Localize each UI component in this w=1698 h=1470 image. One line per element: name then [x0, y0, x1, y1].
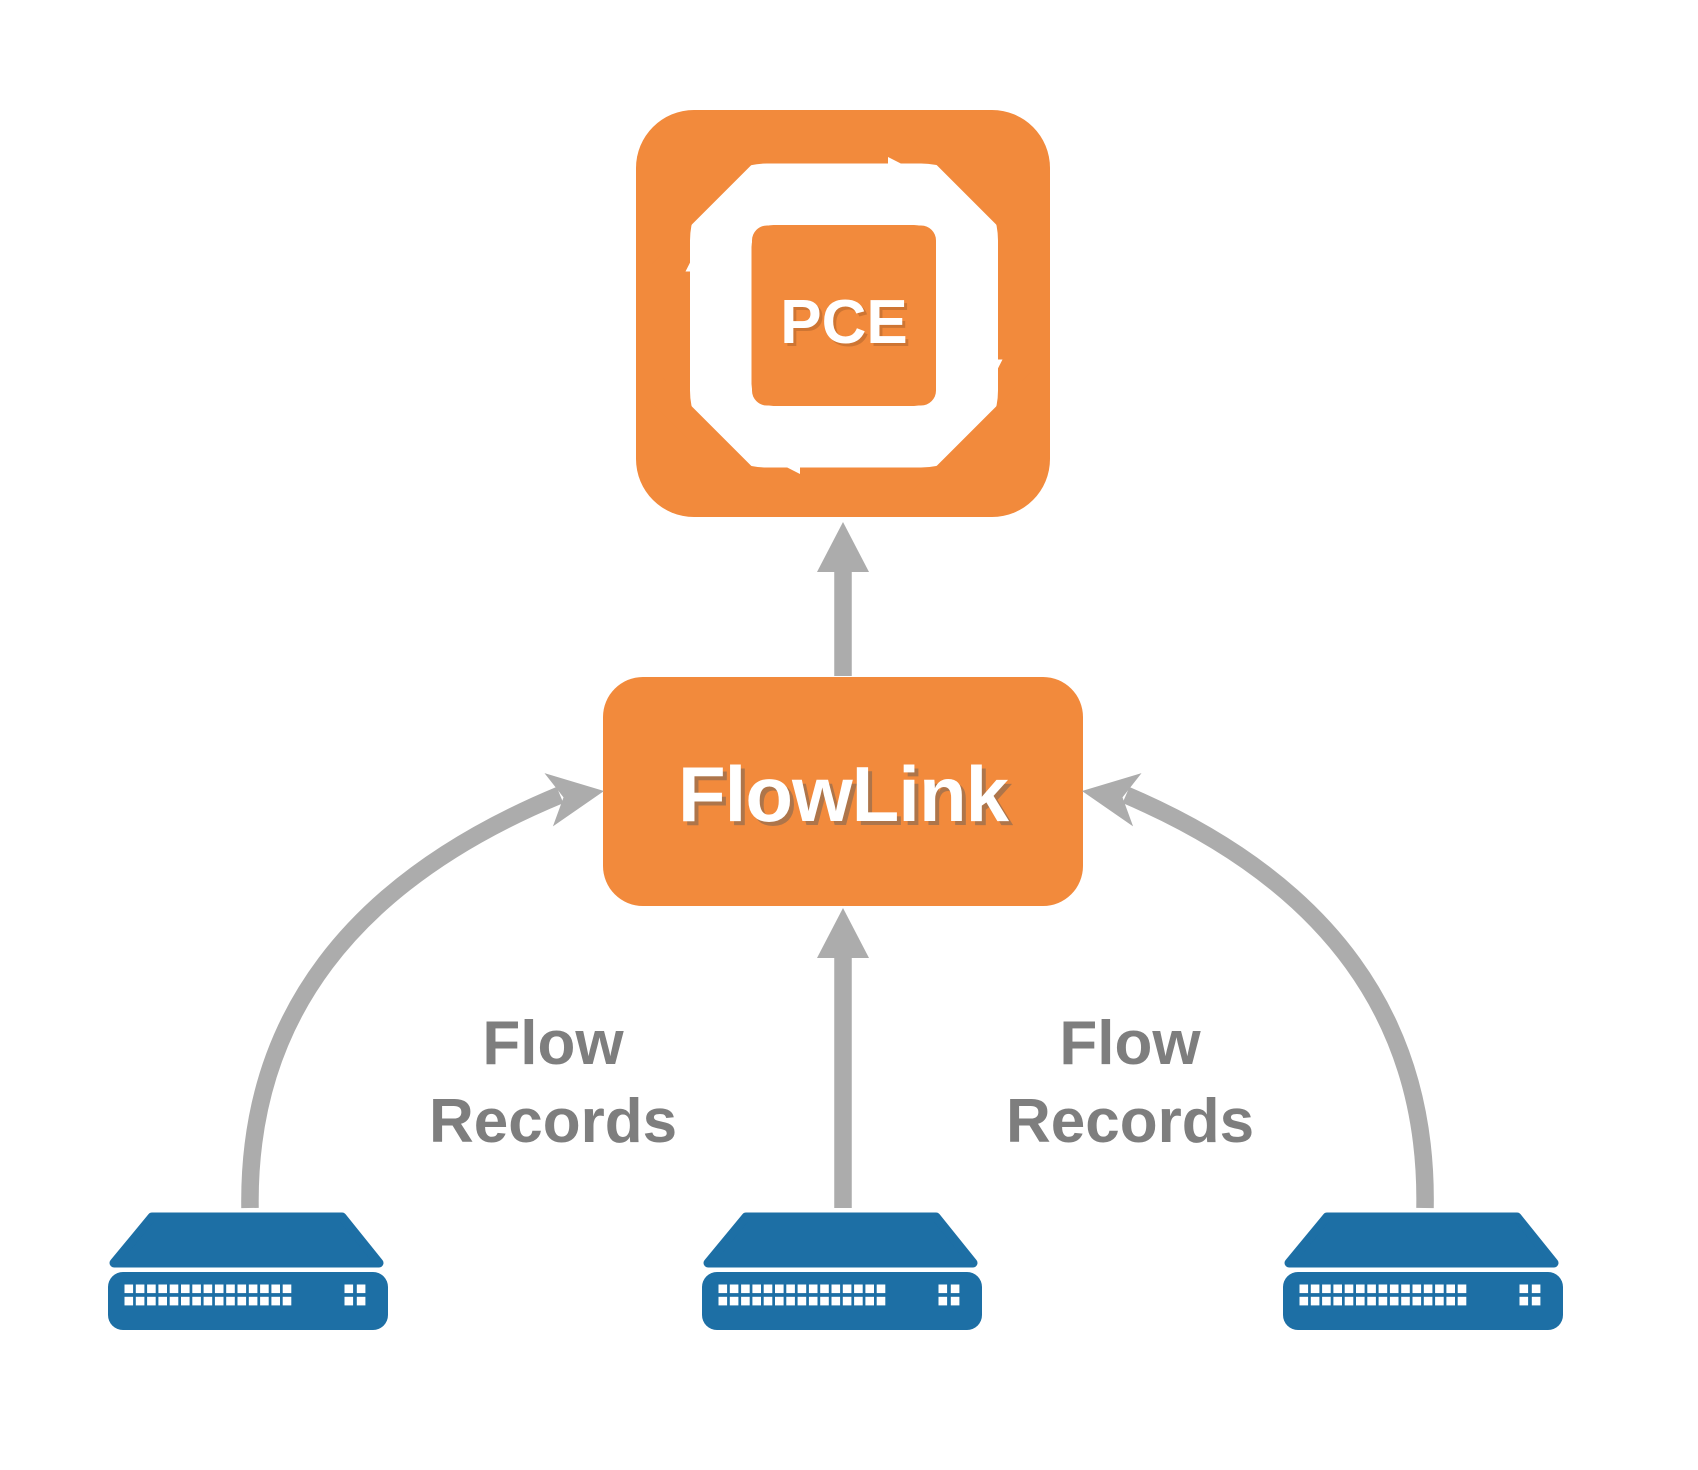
- network-switch-right-icon: [1283, 1217, 1563, 1330]
- arrow-flowlink-to-pce: [817, 522, 869, 676]
- pce-label-shadow: PCE: [783, 291, 910, 360]
- flow-records-left-line2: Records: [429, 1087, 677, 1156]
- flow-records-label-left: Flow Records: [429, 1009, 677, 1156]
- arrow-left-switch-to-flowlink: [241, 764, 609, 1209]
- pce-node: PCE PCE: [636, 110, 1050, 517]
- flowlink-label-shadow: FlowLink: [682, 754, 1014, 842]
- flowlink-box: [603, 677, 1083, 906]
- cycle-arrows-icon: [636, 110, 1050, 517]
- flow-records-label-right: Flow Records: [1006, 1009, 1254, 1156]
- flow-records-right-line2: Records: [1006, 1087, 1254, 1156]
- pce-label: PCE: [780, 288, 907, 357]
- flowlink-label: FlowLink: [678, 750, 1010, 838]
- network-switch-left-icon: [108, 1217, 388, 1330]
- flowlink-node: FlowLink FlowLink: [603, 677, 1083, 906]
- arrow-middle-switch-to-flowlink: [817, 908, 869, 1208]
- network-switch-middle-icon: [702, 1217, 982, 1330]
- arrow-right-switch-to-flowlink: [1077, 764, 1434, 1209]
- flow-records-left-line1: Flow: [482, 1009, 624, 1078]
- flow-records-right-line1: Flow: [1059, 1009, 1201, 1078]
